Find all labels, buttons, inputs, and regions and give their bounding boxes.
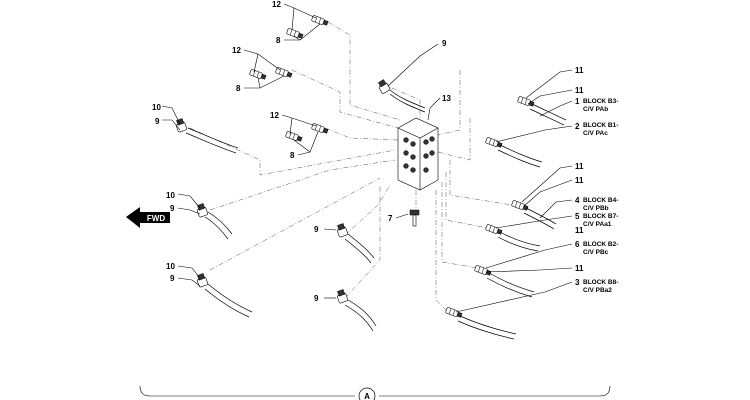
callout-9-left-2: 9 xyxy=(170,204,175,213)
callout-9-top: 9 xyxy=(442,39,447,48)
callout-9-lower-1: 9 xyxy=(314,225,319,234)
callout-11-r6: 11 xyxy=(575,264,584,273)
callout-11-r3: 11 xyxy=(575,162,584,171)
block-b4-label: BLOCK B4- xyxy=(583,197,618,204)
block-b3-label: BLOCK B3- xyxy=(583,98,618,105)
fitting-pair-lower xyxy=(285,122,329,143)
callout-numbers: 12 8 12 8 9 10 9 13 12 8 10 9 7 9 10 9 9… xyxy=(152,0,584,303)
callout-11-r4: 11 xyxy=(575,176,584,185)
right-hose-6 xyxy=(445,306,517,340)
right-hose-5 xyxy=(474,264,535,298)
callout-3: 3 xyxy=(575,278,580,287)
callout-10-left-3: 10 xyxy=(166,262,175,271)
right-hose-4 xyxy=(485,223,541,252)
manifold-block xyxy=(397,117,439,191)
callout-13: 13 xyxy=(442,94,451,103)
callout-6: 6 xyxy=(575,240,580,249)
right-hose-1 xyxy=(517,95,567,126)
callout-12-top: 12 xyxy=(272,0,281,9)
fwd-arrow xyxy=(126,207,170,228)
fitting-pair-top xyxy=(286,14,329,40)
block-b7-sub: C/V PAa1 xyxy=(583,221,612,228)
callout-2: 2 xyxy=(575,122,580,131)
view-bracket xyxy=(139,385,611,400)
right-hose-2 xyxy=(485,136,543,168)
right-hose-3 xyxy=(511,199,557,230)
callout-4: 4 xyxy=(575,196,580,205)
callout-11-r5: 11 xyxy=(575,226,584,235)
block-b4-sub: C/V PBb xyxy=(583,205,609,212)
lower-hose-2 xyxy=(335,288,377,332)
callout-12-lower: 12 xyxy=(270,111,279,120)
callout-9-lower-2: 9 xyxy=(314,294,319,303)
callout-12-middle: 12 xyxy=(232,46,241,55)
block-labels: BLOCK B3- C/V PAb BLOCK B1- C/V PAc BLOC… xyxy=(583,98,618,294)
left-hose-3 xyxy=(195,272,253,318)
callout-11-r1: 11 xyxy=(575,66,584,75)
block-b7-label: BLOCK B7- xyxy=(583,213,618,220)
fitting-pair-middle xyxy=(249,66,293,81)
leader-lines xyxy=(161,3,573,313)
lower-hose-1 xyxy=(335,222,375,264)
block-b1-label: BLOCK B1- xyxy=(583,122,618,129)
block-b8-sub: C/V PBa2 xyxy=(583,287,612,294)
left-hose-2 xyxy=(195,202,233,240)
bolt-7 xyxy=(409,209,420,227)
callout-1: 1 xyxy=(575,97,580,106)
callout-9-left-1: 9 xyxy=(155,117,160,126)
callout-8-middle: 8 xyxy=(236,84,241,93)
block-b3-sub: C/V PAb xyxy=(583,106,608,113)
callout-8-top: 8 xyxy=(276,36,281,45)
fwd-label: FWD xyxy=(147,214,165,223)
callout-5: 5 xyxy=(575,212,580,221)
view-marker-label: A xyxy=(364,392,370,400)
block-b2-sub: C/V PBc xyxy=(583,249,609,256)
block-b2-label: BLOCK B2- xyxy=(583,241,618,248)
elbow-hose-top xyxy=(376,78,426,113)
callout-11-r2: 11 xyxy=(575,86,584,95)
callout-9-left-3: 9 xyxy=(170,274,175,283)
block-b8-label: BLOCK B8- xyxy=(583,279,618,286)
callout-10-left-1: 10 xyxy=(152,103,161,112)
block-b1-sub: C/V PAc xyxy=(583,130,608,137)
left-hose-1 xyxy=(174,117,239,154)
routing-lines xyxy=(189,21,513,313)
callout-10-left-2: 10 xyxy=(166,191,175,200)
callout-8-lower: 8 xyxy=(290,151,295,160)
callout-7: 7 xyxy=(388,214,393,223)
